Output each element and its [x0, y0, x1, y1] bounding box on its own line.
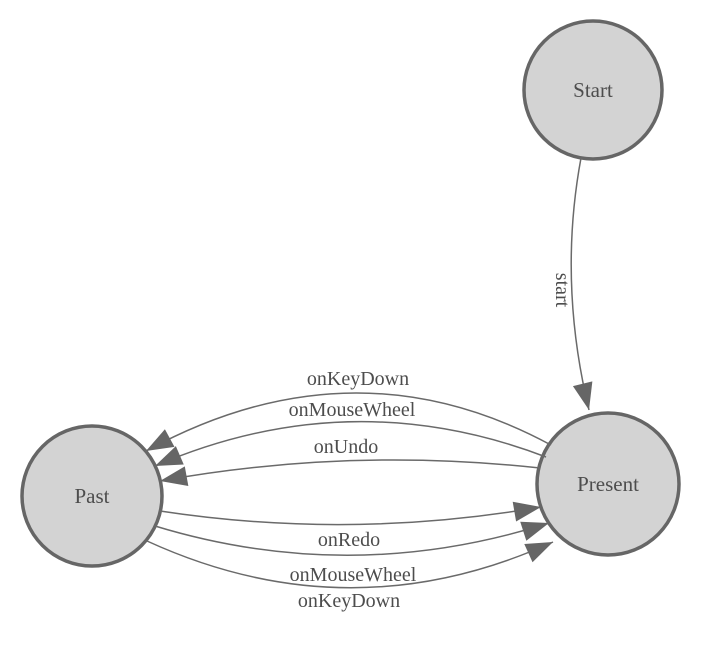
edge-onkeydown-to-present[interactable]: onKeyDown: [146, 540, 554, 612]
edge-onmousewheel-to-present[interactable]: onMouseWheel: [154, 521, 550, 586]
edge-onmousewheel-to-past-label: onMouseWheel: [289, 399, 416, 421]
edge-start-label: start: [551, 273, 573, 308]
edge-onundo-to-past[interactable]: onUndo: [159, 436, 541, 487]
edge-start-path[interactable]: [570, 157, 590, 411]
arrowhead-icon: [146, 429, 175, 451]
state-node-present[interactable]: Present: [535, 411, 681, 557]
edge-onmousewheel-to-past-path[interactable]: [154, 420, 547, 467]
edge-onredo-to-present[interactable]: onRedo: [159, 501, 542, 551]
edge-onredo-to-present-label: onRedo: [318, 529, 380, 551]
arrowhead-icon: [160, 466, 189, 487]
edge-onkeydown-to-past[interactable]: onKeyDown: [145, 368, 552, 452]
edge-start[interactable]: start: [551, 157, 593, 411]
edge-onkeydown-to-past-path[interactable]: [145, 392, 552, 452]
arrowhead-icon: [524, 542, 553, 563]
edge-onkeydown-to-past-label: onKeyDown: [307, 368, 409, 390]
edge-onmousewheel-to-present-path[interactable]: [154, 522, 550, 557]
arrowhead-icon: [520, 521, 549, 541]
edge-onkeydown-to-present-label: onKeyDown: [298, 590, 400, 612]
state-circle-present[interactable]: [535, 411, 681, 557]
state-node-start[interactable]: Start: [522, 19, 664, 161]
arrowhead-icon: [572, 381, 593, 410]
state-circle-past[interactable]: [20, 424, 164, 568]
edge-onkeydown-to-present-path[interactable]: [146, 540, 554, 589]
edge-onmousewheel-to-present-label: onMouseWheel: [290, 564, 417, 586]
state-node-past[interactable]: Past: [20, 424, 164, 568]
edge-onmousewheel-to-past[interactable]: onMouseWheel: [154, 399, 547, 467]
arrowhead-icon: [512, 501, 541, 522]
edge-onundo-to-past-label: onUndo: [314, 436, 378, 458]
edge-onundo-to-past-path[interactable]: [159, 459, 541, 482]
arrowhead-icon: [155, 446, 184, 466]
state-circle-start[interactable]: [522, 19, 664, 161]
edge-onredo-to-present-path[interactable]: [159, 506, 542, 526]
